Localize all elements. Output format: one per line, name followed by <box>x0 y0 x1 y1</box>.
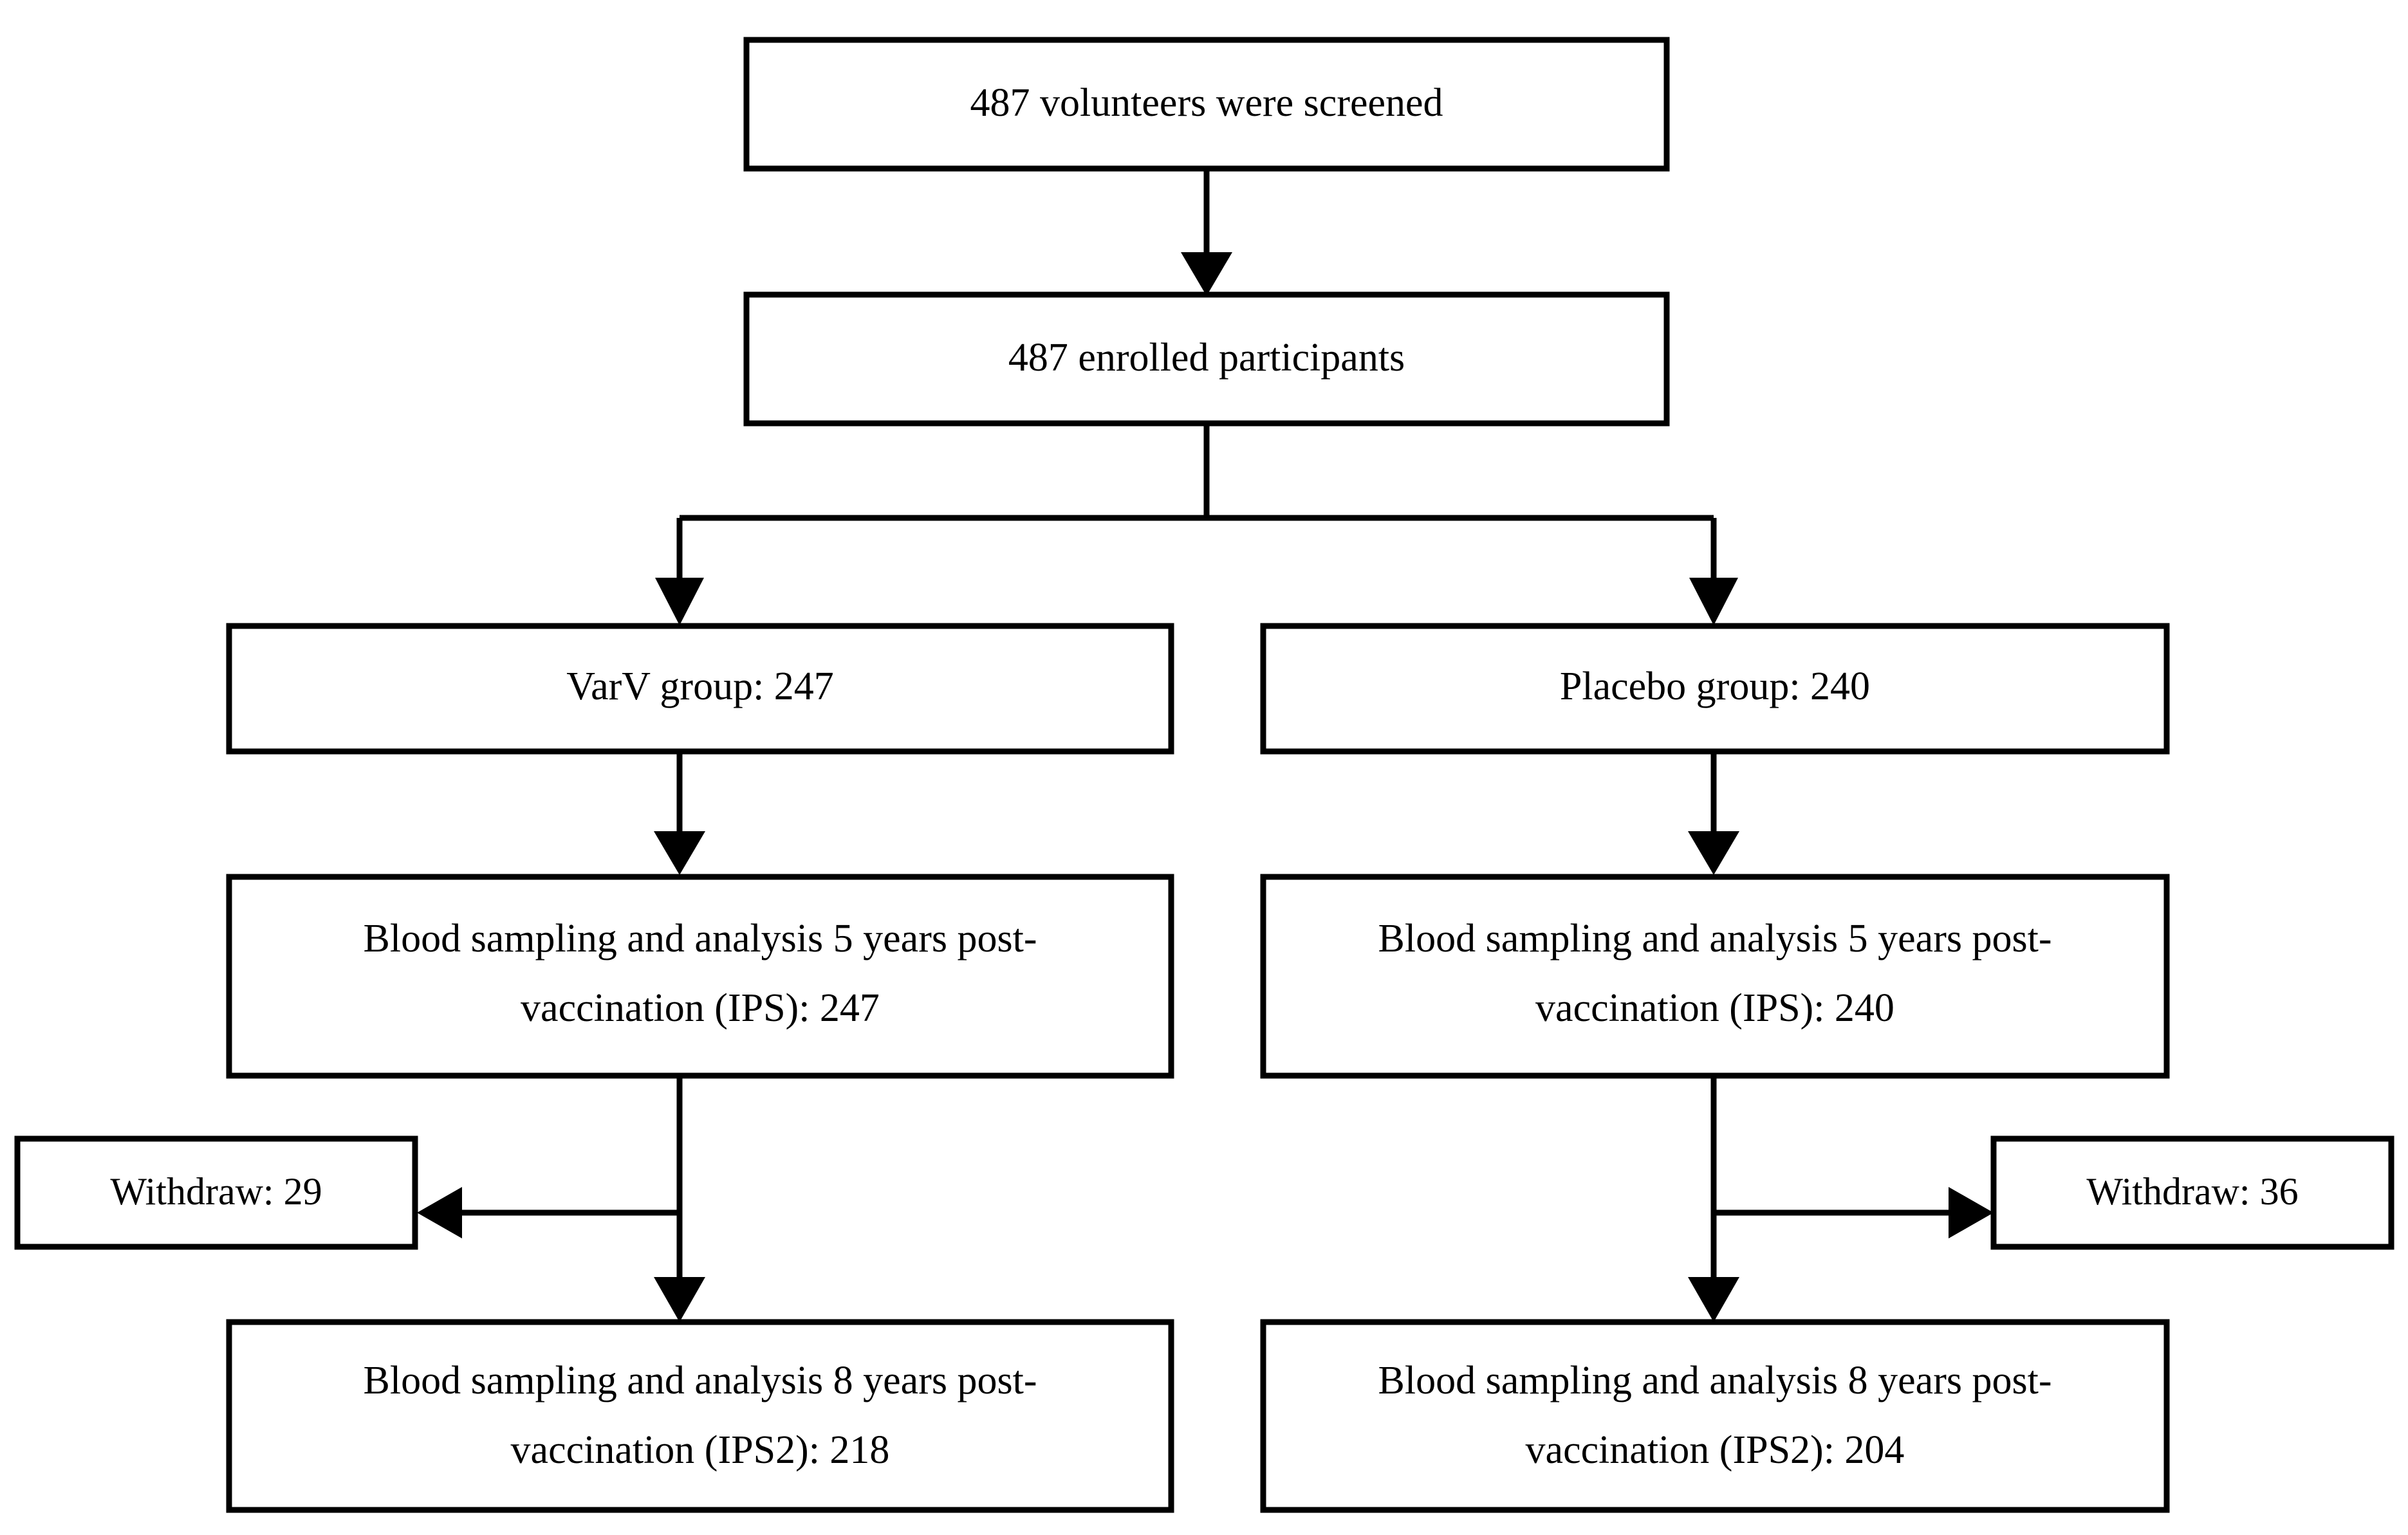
node-screened-label: 487 volunteers were screened <box>970 81 1443 125</box>
node-screened[interactable]: 487 volunteers were screened <box>743 37 1670 172</box>
node-placebo-ips2-label-line2: vaccination (IPS2): 204 <box>1526 1428 1905 1472</box>
node-placebo-ips[interactable]: Blood sampling and analysis 5 years post… <box>1260 874 2170 1079</box>
node-varv-ips-label-line2: vaccination (IPS): 247 <box>521 986 880 1030</box>
arrowhead-down-right-icon <box>1689 578 1738 625</box>
node-placebo-ips2[interactable]: Blood sampling and analysis 8 years post… <box>1260 1319 2170 1513</box>
arrowhead-left-icon <box>417 1187 462 1238</box>
edge-varv-ips-to-withdraw <box>417 1187 680 1238</box>
node-placebo-group-box[interactable] <box>1260 623 2170 755</box>
arrowhead-down-icon <box>1181 252 1232 296</box>
arrowhead-down-icon <box>654 1277 705 1322</box>
node-placebo-withdraw-box[interactable] <box>1990 1135 2394 1250</box>
arrowhead-down-icon <box>654 831 705 875</box>
node-varv-withdraw[interactable]: Withdraw: 29 <box>14 1135 418 1250</box>
node-varv-withdraw-label: Withdraw: 29 <box>110 1170 322 1213</box>
node-screened-box[interactable] <box>743 37 1670 172</box>
node-varv-ips2-label-line2: vaccination (IPS2): 218 <box>511 1428 890 1472</box>
node-placebo-ips-label-line2: vaccination (IPS): 240 <box>1535 986 1894 1030</box>
node-varv-ips-label-line1: Blood sampling and analysis 5 years post… <box>364 917 1037 961</box>
node-enrolled-label: 487 enrolled participants <box>1008 336 1405 380</box>
node-placebo-group-label: Placebo group: 240 <box>1560 665 1870 708</box>
edge-enrolled-split <box>655 423 1738 625</box>
edge-placebo-group-to-ips <box>1688 751 1739 875</box>
arrowhead-down-left-icon <box>655 578 704 625</box>
node-varv-ips-box[interactable] <box>226 874 1174 1079</box>
node-enrolled-box[interactable] <box>743 291 1670 427</box>
node-placebo-group[interactable]: Placebo group: 240 <box>1260 623 2170 755</box>
node-varv-group-box[interactable] <box>226 623 1174 755</box>
node-enrolled[interactable]: 487 enrolled participants <box>743 291 1670 427</box>
node-varv-ips2-box[interactable] <box>226 1319 1174 1513</box>
edge-placebo-ips-to-ips2 <box>1688 1076 1739 1322</box>
node-varv-ips[interactable]: Blood sampling and analysis 5 years post… <box>226 874 1174 1079</box>
node-varv-ips2-label-line1: Blood sampling and analysis 8 years post… <box>364 1359 1037 1402</box>
edge-varv-ips-to-ips2 <box>654 1076 705 1322</box>
node-placebo-ips-box[interactable] <box>1260 874 2170 1079</box>
node-placebo-withdraw-label: Withdraw: 36 <box>2086 1170 2298 1213</box>
node-placebo-ips2-box[interactable] <box>1260 1319 2170 1513</box>
edge-screened-to-enrolled <box>1181 169 1232 296</box>
node-varv-group[interactable]: VarV group: 247 <box>226 623 1174 755</box>
edge-placebo-ips-to-withdraw <box>1714 1187 1994 1238</box>
node-varv-group-label: VarV group: 247 <box>566 665 834 708</box>
edge-varv-group-to-ips <box>654 751 705 875</box>
arrowhead-down-icon <box>1688 831 1739 875</box>
node-placebo-ips-label-line1: Blood sampling and analysis 5 years post… <box>1378 917 2052 961</box>
node-varv-ips2[interactable]: Blood sampling and analysis 8 years post… <box>226 1319 1174 1513</box>
node-placebo-withdraw[interactable]: Withdraw: 36 <box>1990 1135 2394 1250</box>
arrowhead-right-icon <box>1949 1187 1994 1238</box>
node-varv-withdraw-box[interactable] <box>14 1135 418 1250</box>
node-placebo-ips2-label-line1: Blood sampling and analysis 8 years post… <box>1378 1359 2052 1402</box>
arrowhead-down-icon <box>1688 1277 1739 1322</box>
